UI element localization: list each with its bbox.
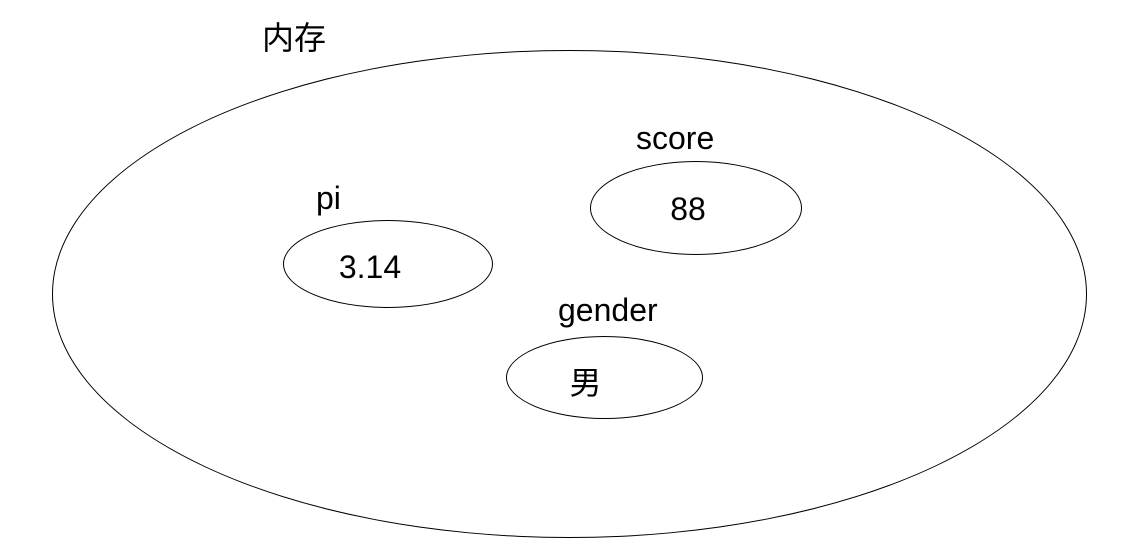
- memory-title-label: 内存: [262, 20, 327, 56]
- variable-name-pi: pi: [316, 180, 341, 216]
- variable-name-gender: gender: [558, 292, 658, 328]
- variable-ellipse-score: 88: [590, 161, 802, 255]
- variable-ellipse-gender: 男: [506, 336, 703, 419]
- variable-value-score: 88: [670, 191, 706, 227]
- variable-name-score: score: [636, 120, 715, 156]
- variable-value-gender: 男: [569, 364, 602, 401]
- variable-value-pi: 3.14: [338, 249, 402, 285]
- variable-ellipse-pi: 3.14: [283, 220, 493, 308]
- memory-ellipse: [52, 50, 1087, 538]
